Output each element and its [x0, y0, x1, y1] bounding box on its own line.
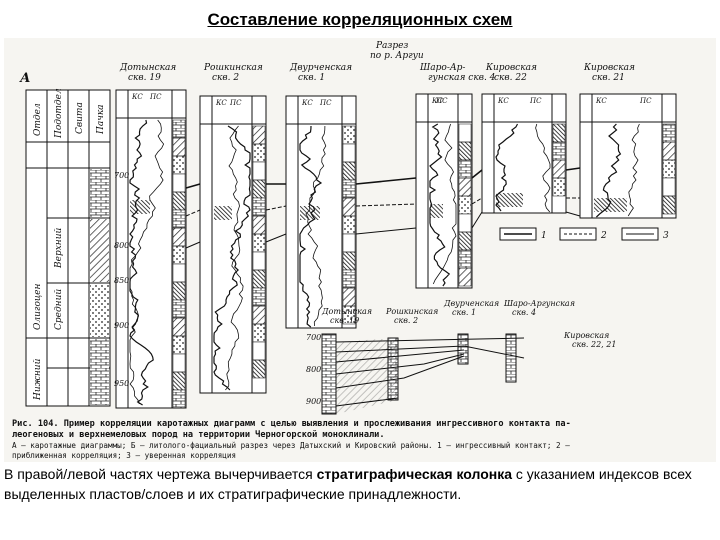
- well-a-name-1: Рошкинская: [203, 63, 263, 73]
- well-a-num-1: скв. 2: [212, 73, 239, 83]
- strat-label-1: Верхний: [54, 227, 64, 269]
- log-header-ps-2: ПС: [319, 99, 332, 107]
- top-label-line1: Разрез: [375, 41, 408, 51]
- log-header-ps-1: ПС: [229, 99, 242, 107]
- top-label-line2: по р. Аргуи: [370, 51, 424, 61]
- description-before: В правой/левой частях чертежа вычерчивае…: [4, 466, 317, 482]
- log-header-ks-5: КС: [595, 97, 607, 105]
- header-svita: Свита: [75, 102, 85, 134]
- well-b-name-0: Дотынская: [321, 307, 372, 316]
- header-otdel: Отдел: [33, 103, 43, 136]
- stratigraphic-column: Отдел Подотдел Свита Пачка Олигоцен Верх…: [25, 88, 111, 407]
- log-header-ps-4: ПС: [529, 97, 542, 105]
- well-b-name-4: Кировская: [563, 331, 609, 340]
- correlation-line-2: [185, 211, 581, 249]
- well-b-num-0: скв. 19: [330, 316, 359, 325]
- well-b-num-1: скв. 2: [394, 316, 418, 325]
- log-header-ps-0: ПС: [149, 93, 162, 101]
- well-a-num-3: гунская скв. 4: [428, 73, 496, 83]
- log-header-ks-4: КС: [497, 97, 509, 105]
- log-header-ps-5: ПС: [639, 97, 652, 105]
- depth-a-700: 700: [114, 171, 129, 180]
- depth-b-900: 900: [306, 397, 321, 406]
- strat-label-2: Средний: [54, 289, 64, 330]
- caption-line-1: Рис. 104. Пример корреляции каротажных д…: [12, 419, 571, 429]
- well-b-num-2: скв. 1: [452, 308, 476, 317]
- figure-caption: Рис. 104. Пример корреляции каротажных д…: [12, 419, 571, 460]
- log-header-ps-3: ПС: [435, 97, 448, 105]
- well-column-0: КС ПС: [115, 89, 187, 409]
- depth-a-950: 950: [114, 379, 129, 388]
- well-b-name-2: Двурченская: [443, 299, 499, 308]
- description-bold: стратиграфическая колонка: [316, 466, 512, 482]
- correlation-line-1: [185, 197, 580, 217]
- depth-a-800: 800: [114, 241, 129, 250]
- well-a-num-2: скв. 1: [298, 73, 325, 83]
- log-header-ks-2: КС: [301, 99, 313, 107]
- well-a-num-0: скв. 19: [128, 73, 161, 83]
- log-header-ks-3: КС: [431, 97, 443, 105]
- caption-line-3: А — каротажные диаграммы; Б — литолого-ф…: [12, 441, 570, 450]
- strat-label-0: Олигоцен: [33, 284, 43, 330]
- well-a-name-4: Кировская: [485, 63, 537, 73]
- description-paragraph: В правой/левой частях чертежа вычерчивае…: [4, 464, 716, 504]
- well-b-name-1: Рошкинская: [385, 307, 438, 316]
- caption-line-4: приближенная корреляция; 3 — уверенная к…: [12, 451, 236, 460]
- depth-a-900: 900: [114, 321, 129, 330]
- legend-1: 1: [541, 231, 547, 241]
- depth-b-800: 800: [306, 365, 321, 374]
- legend-3: 3: [663, 231, 669, 241]
- well-a-name-5: Кировская: [583, 63, 635, 73]
- panel-a-letter: А: [19, 71, 31, 86]
- description-after: с указанием индексов всех выделенных пла…: [4, 466, 692, 502]
- depth-a-850: 850: [114, 276, 129, 285]
- well-a-name-2: Двурченская: [289, 63, 352, 73]
- legend: 1 2 3: [499, 227, 669, 241]
- log-header-ks-1: КС: [215, 99, 227, 107]
- depth-b-700: 700: [306, 333, 321, 342]
- well-b-num-3: скв. 4: [512, 308, 536, 317]
- well-a-name-0: Дотынская: [119, 63, 176, 73]
- well-column-4: КС ПС: [481, 93, 567, 214]
- well-a-name-3: Шаро-Ар-: [419, 63, 465, 73]
- log-header-ks-0: КС: [131, 93, 143, 101]
- well-b-num-4: скв. 22, 21: [572, 340, 616, 349]
- correlation-figure: А Б Разрез по р. Аргуи Отдел Подотдел Св…: [4, 38, 716, 462]
- header-pachka: Пачка: [96, 104, 106, 135]
- well-b-name-3: Шаро-Аргунская: [503, 299, 575, 308]
- legend-2: 2: [600, 231, 607, 241]
- strat-label-3: Нижний: [33, 358, 43, 401]
- correlation-line-0: [185, 167, 581, 189]
- well-a-num-5: скв. 21: [592, 73, 625, 83]
- well-column-2: КС ПС: [285, 95, 357, 329]
- well-a-num-4: скв. 22: [494, 73, 527, 83]
- well-column-5: КС ПС: [579, 93, 677, 219]
- page-title: Составление корреляционных схем: [207, 10, 513, 29]
- caption-line-2: леогеновых и верхнемеловых пород на терр…: [12, 430, 385, 440]
- header-podotdel: Подотдел: [54, 88, 64, 139]
